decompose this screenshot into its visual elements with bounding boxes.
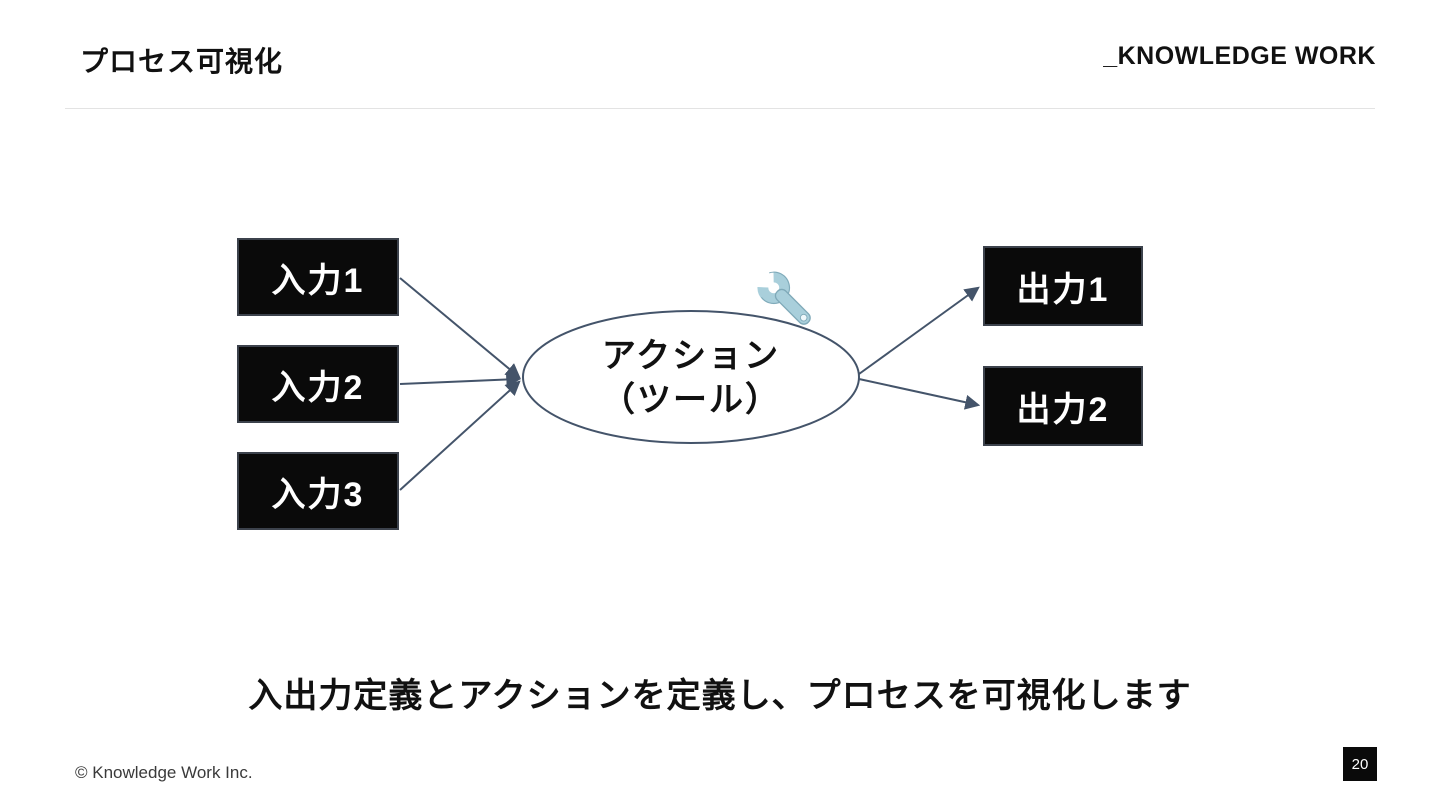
arrow-action-to-output2 (858, 378, 981, 410)
action-node-label: アクション （ツール） (523, 312, 859, 444)
wrench-icon (757, 271, 811, 325)
action-label-line2: （ツール） (601, 381, 781, 419)
arrow-input1-to-action (399, 277, 521, 379)
input-node-1: 入力1 (237, 238, 399, 316)
action-ellipse (522, 310, 860, 444)
page-number-badge: 20 (1343, 747, 1377, 781)
input-node-1-label: 入力1 (271, 261, 365, 300)
output-node-1: 出力1 (983, 246, 1143, 326)
arrow-input3-to-action (399, 380, 521, 491)
output-node-2-label: 出力2 (1016, 390, 1110, 429)
header-divider (65, 108, 1375, 109)
input-node-3-label: 入力3 (271, 475, 365, 514)
input-node-2: 入力2 (237, 345, 399, 423)
summary-statement: 入出力定義とアクションを定義し、プロセスを可視化します (248, 677, 1192, 715)
action-label-line1: アクション (601, 336, 781, 375)
input-node-2-label: 入力2 (271, 368, 365, 407)
copyright-text: © Knowledge Work Inc. (75, 763, 253, 782)
output-node-1-label: 出力1 (1016, 270, 1110, 309)
arrow-input2-to-action (399, 372, 522, 388)
output-node-2: 出力2 (983, 366, 1143, 446)
arrow-action-to-output1 (858, 286, 980, 375)
page-title: プロセス可視化 (80, 46, 284, 77)
page-number: 20 (1351, 755, 1369, 773)
knowledge-work-logo: _KNOWLEDGE WORK (1103, 42, 1376, 70)
input-node-3: 入力3 (237, 452, 399, 530)
